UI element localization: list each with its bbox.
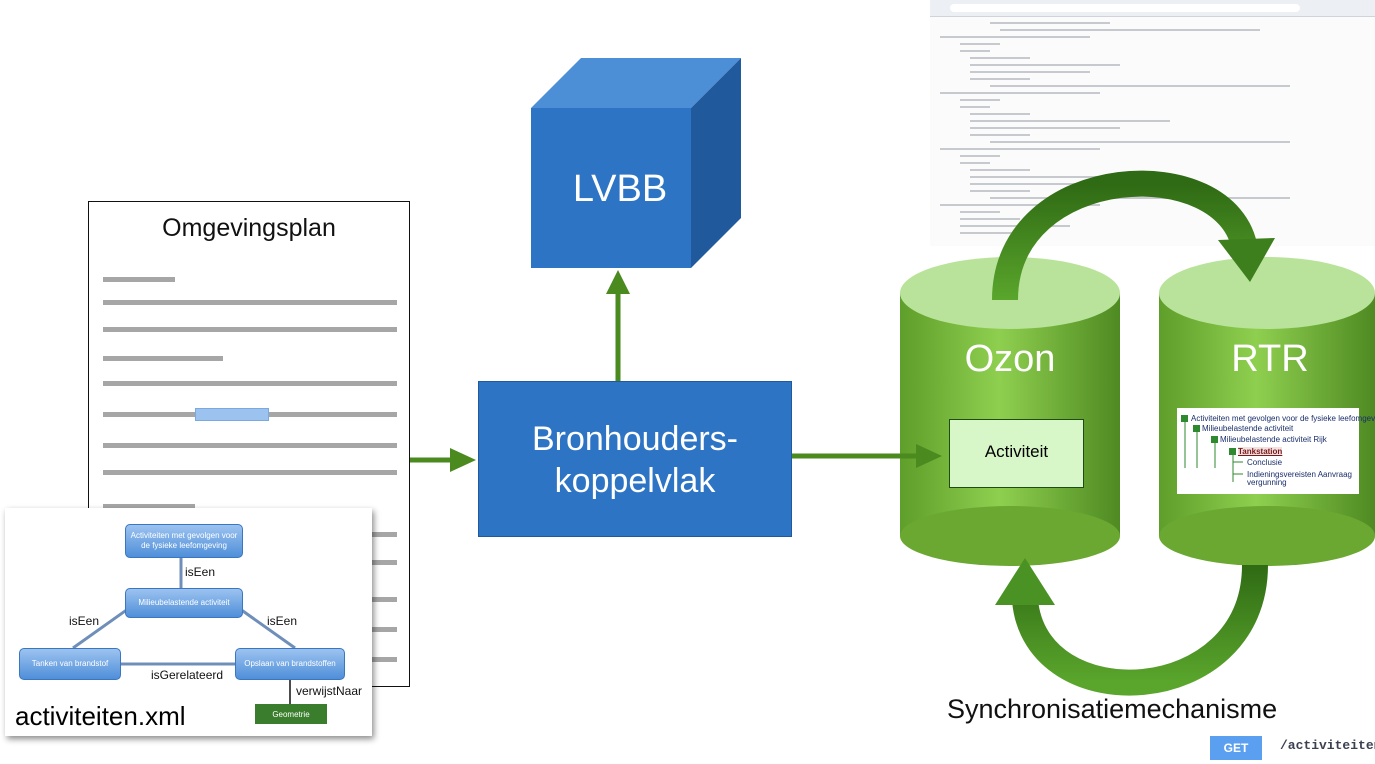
edge-label-isEen: isEen xyxy=(267,614,298,628)
json-code-line xyxy=(970,127,1120,129)
http-method-badge[interactable]: GET xyxy=(1210,736,1262,760)
json-code-line xyxy=(970,183,1120,185)
json-code-line xyxy=(990,197,1290,199)
json-code-line xyxy=(970,176,1160,178)
text-line xyxy=(103,356,223,361)
json-code-line xyxy=(960,211,1000,213)
json-code-line xyxy=(960,99,1000,101)
sync-arc-top xyxy=(992,170,1275,301)
text-line xyxy=(103,470,397,475)
activiteit-box: Activiteit xyxy=(949,419,1084,488)
tree-node[interactable]: Conclusie xyxy=(1247,458,1283,467)
json-code-line xyxy=(960,106,990,108)
node-milieubelastende-activiteit: Milieubelastende activiteit xyxy=(125,588,243,618)
json-code-line xyxy=(990,85,1290,87)
json-code-line xyxy=(960,232,1040,234)
json-code-line xyxy=(960,43,1000,45)
json-code-line xyxy=(970,78,1030,80)
json-code-line xyxy=(960,155,1000,157)
text-line xyxy=(103,277,175,282)
koppelvlak-label-line2: koppelvlak xyxy=(554,462,716,500)
ozon-cylinder xyxy=(900,257,1120,566)
activiteiten-xml-card: Activiteiten met gevolgen voor de fysiek… xyxy=(5,508,372,736)
tree-node[interactable]: Milieubelastende activiteit Rijk xyxy=(1220,435,1327,444)
json-response-screenshot xyxy=(930,0,1375,246)
json-code-line xyxy=(960,218,1020,220)
json-code-line xyxy=(970,113,1030,115)
json-code-line xyxy=(990,22,1110,24)
json-code-line xyxy=(960,225,1070,227)
koppelvlak-label-line1: Bronhouders- xyxy=(531,420,738,458)
text-line xyxy=(103,504,195,509)
highlighted-text-fragment xyxy=(195,408,269,421)
json-code-line xyxy=(960,50,990,52)
json-code-line xyxy=(940,92,1100,94)
ozon-label: Ozon xyxy=(964,338,1056,380)
json-code-line xyxy=(940,148,1100,150)
xml-graph-edges xyxy=(72,556,296,704)
json-code-line xyxy=(970,71,1090,73)
tree-node[interactable]: Milieubelastende activiteit xyxy=(1202,424,1294,433)
json-code-line xyxy=(970,134,1030,136)
json-code-line xyxy=(1000,29,1260,31)
tree-node-selected[interactable]: Tankstation xyxy=(1238,447,1283,456)
synchronisatiemechanisme-label: Synchronisatiemechanisme xyxy=(947,694,1278,724)
arrow-koppelvlak-to-ozon xyxy=(790,444,942,468)
node-tanken-van-brandstof: Tanken van brandstof xyxy=(19,648,121,680)
text-line xyxy=(103,327,397,332)
edge-label-isEen: isEen xyxy=(69,614,100,628)
text-line xyxy=(103,381,397,386)
rtr-label: RTR xyxy=(1231,338,1309,380)
text-line xyxy=(103,443,397,448)
node-opslaan-van-brandstoffen: Opslaan van brandstoffen xyxy=(235,648,345,680)
json-code-line xyxy=(970,190,1030,192)
tree-node[interactable]: Activiteiten met gevolgen voor de fysiek… xyxy=(1191,414,1375,423)
json-text-block xyxy=(930,18,1375,246)
json-code-line xyxy=(970,64,1120,66)
json-code-line xyxy=(970,57,1030,59)
edge-label-isGerelateerd: isGerelateerd xyxy=(151,668,224,682)
rtr-tree-view: Activiteiten met gevolgen voor de fysiek… xyxy=(1177,408,1375,494)
address-bar xyxy=(950,4,1300,12)
json-code-line xyxy=(970,169,1030,171)
edge-label-verwijstNaar: verwijstNaar xyxy=(296,684,363,698)
json-code-line xyxy=(990,141,1290,143)
json-code-line xyxy=(940,204,1100,206)
text-line xyxy=(103,300,397,305)
json-code-line xyxy=(970,120,1170,122)
tree-connectors xyxy=(1181,415,1243,482)
bronhouders-koppelvlak-box: Bronhouders- koppelvlak xyxy=(478,381,792,537)
activiteiten-xml-label: activiteiten.xml xyxy=(15,701,186,731)
document-title: Omgevingsplan xyxy=(162,214,336,242)
lvbb-cube xyxy=(531,58,741,268)
node-geometrie: Geometrie xyxy=(255,704,327,724)
activiteit-label: Activiteit xyxy=(984,442,1049,461)
arrow-to-lvbb xyxy=(606,270,630,382)
tree-node[interactable]: vergunning xyxy=(1247,478,1287,487)
json-code-line xyxy=(940,36,1090,38)
api-endpoint-path[interactable]: /activiteiten xyxy=(1280,738,1375,753)
node-activiteiten-fysieke-leefomgeving: Activiteiten met gevolgen voor de fysiek… xyxy=(125,524,243,558)
edge-label-isEen: isEen xyxy=(185,565,216,579)
koppelvlak-label: Bronhouders- koppelvlak xyxy=(479,418,791,502)
lvbb-label: LVBB xyxy=(572,168,668,210)
json-code-line xyxy=(960,162,990,164)
sync-arc-bottom xyxy=(995,558,1268,696)
tree-node[interactable]: Indieningsvereisten Aanvraag xyxy=(1247,470,1352,479)
